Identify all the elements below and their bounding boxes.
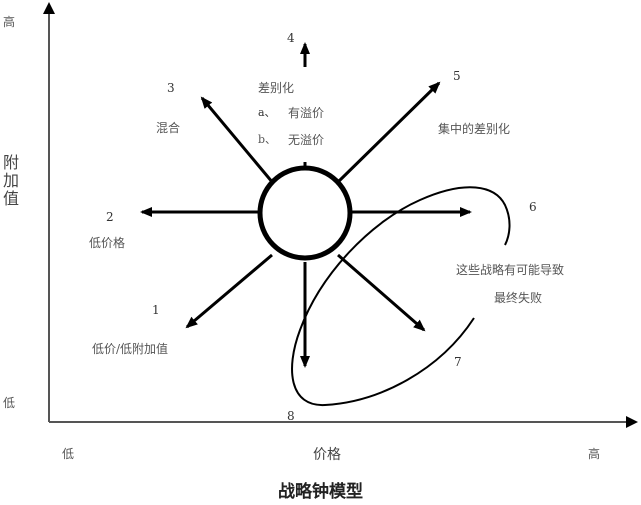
x-axis-low-label: 低 — [62, 447, 75, 461]
strategy-4-label: 差别化 — [258, 81, 295, 95]
strategy-6-number: 6 — [529, 200, 537, 214]
failure-note-line2: 最终失败 — [494, 291, 543, 305]
y-axis-title: 附加值 — [2, 154, 20, 208]
strategy-2-label: 低价格 — [89, 236, 126, 250]
arrow-1 — [185, 253, 273, 329]
strategy-3-label: 混合 — [156, 121, 181, 135]
strategy-7-number: 7 — [454, 355, 462, 369]
y-axis-low-label: 低 — [3, 396, 16, 410]
arrow-5 — [335, 81, 441, 185]
arrow-7 — [337, 253, 426, 332]
strategy-2-number: 2 — [106, 210, 114, 224]
strategy-4a-label: 有溢价 — [288, 106, 325, 120]
x-axis-title: 价格 — [313, 447, 341, 463]
arrow-3 — [200, 96, 275, 184]
strategy-8-number: 8 — [287, 409, 295, 423]
failure-note-line1: 这些战略有可能导致 — [456, 263, 565, 277]
failure-loop — [291, 186, 511, 407]
strategy-4-number: 4 — [287, 31, 295, 45]
strategy-4a-marker: a、 — [258, 106, 276, 119]
strategy-4b-marker: b、 — [258, 133, 277, 146]
strategy-5-label: 集中的差别化 — [438, 122, 511, 136]
y-axis — [43, 2, 55, 422]
strategy-1-label: 低价/低附加值 — [92, 342, 169, 356]
x-axis-high-label: 高 — [588, 447, 601, 461]
strategy-5-number: 5 — [453, 69, 461, 83]
x-axis — [49, 416, 638, 428]
y-axis-title-text: 附加值 — [2, 153, 19, 208]
y-axis-high-label: 高 — [3, 15, 16, 29]
strategy-3-number: 3 — [167, 81, 175, 95]
diagram-title: 战略钟模型 — [278, 482, 363, 502]
strategy-1-number: 1 — [152, 303, 160, 317]
strategy-4b-label: 无溢价 — [288, 133, 325, 147]
